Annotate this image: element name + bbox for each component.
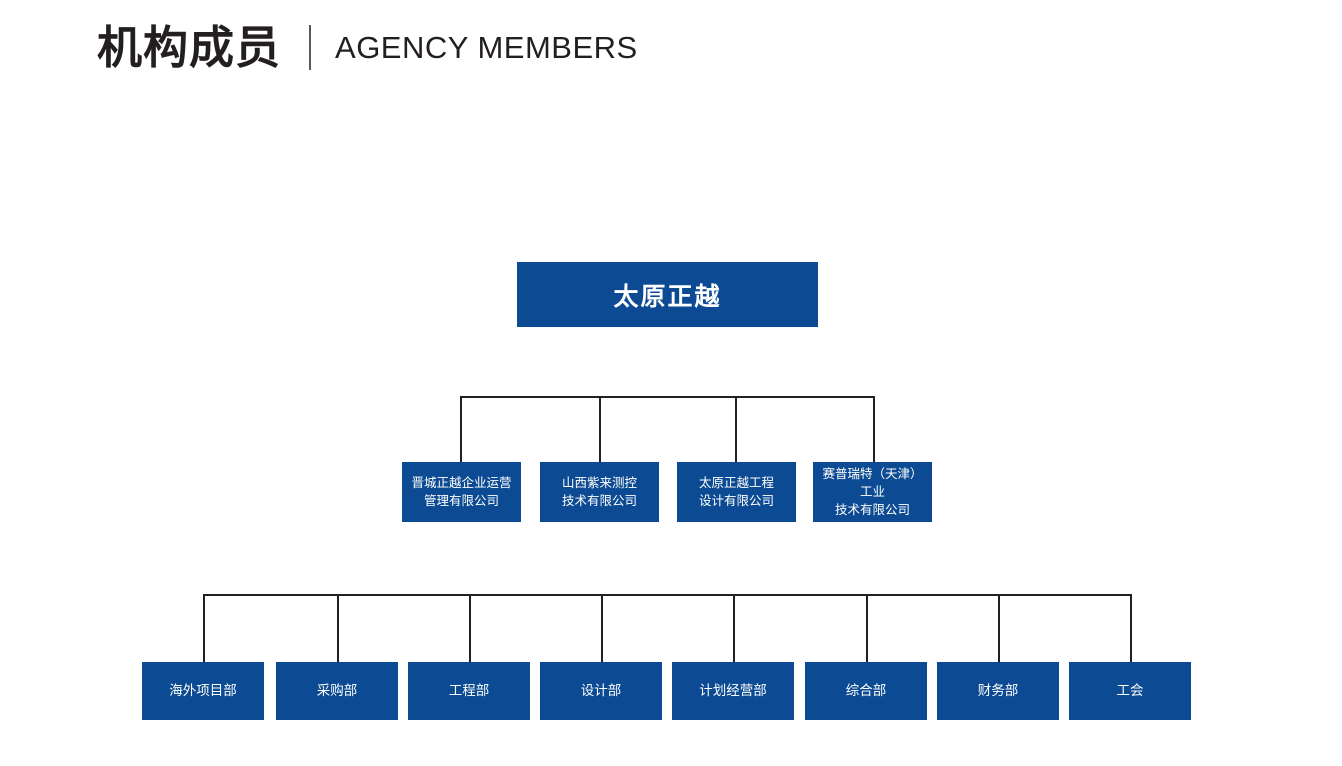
org-node-department-6-label: 综合部: [845, 683, 887, 699]
org-node-department-8-label: 工会: [1116, 683, 1144, 699]
org-node-department-4-label: 设计部: [580, 683, 622, 699]
org-node-department-3[interactable]: 工程部: [408, 662, 530, 720]
connector-drop-level2-2: [599, 396, 601, 462]
title-divider: [309, 24, 312, 70]
connector-drop-level3-8: [1130, 594, 1132, 662]
connector-drop-level2-4: [873, 396, 875, 462]
org-node-department-2-label: 采购部: [316, 683, 358, 699]
page-title-chinese: 机构成员: [97, 21, 282, 73]
org-node-department-6[interactable]: 综合部: [805, 662, 927, 720]
connector-drop-level3-3: [469, 594, 471, 662]
org-node-subsidiary-2[interactable]: 山西紫来测控技术有限公司: [540, 462, 659, 522]
page-title: 机构成员 AGENCY MEMBERS: [97, 16, 638, 78]
connector-drop-level3-1: [203, 594, 205, 662]
org-node-subsidiary-3[interactable]: 太原正越工程设计有限公司: [677, 462, 796, 522]
org-node-subsidiary-4[interactable]: 赛普瑞特（天津）工业技术有限公司: [813, 462, 932, 522]
connector-drop-level3-4: [601, 594, 603, 662]
connector-bar-level2: [460, 396, 875, 398]
org-node-subsidiary-1[interactable]: 晋城正越企业运营管理有限公司: [402, 462, 521, 522]
connector-drop-level3-2: [337, 594, 339, 662]
connector-drop-level2-3: [735, 396, 737, 462]
org-node-department-1[interactable]: 海外项目部: [142, 662, 264, 720]
org-node-root-label: 太原正越: [613, 282, 722, 311]
connector-drop-level3-5: [733, 594, 735, 662]
org-node-root[interactable]: 太原正越: [517, 262, 818, 327]
org-node-department-1-label: 海外项目部: [169, 683, 237, 699]
org-node-department-5[interactable]: 计划经营部: [672, 662, 794, 720]
org-node-department-2[interactable]: 采购部: [276, 662, 398, 720]
org-node-subsidiary-4-label: 赛普瑞特（天津）工业技术有限公司: [822, 466, 923, 518]
org-node-subsidiary-3-label: 太原正越工程设计有限公司: [698, 475, 774, 508]
page-title-english: AGENCY MEMBERS: [335, 29, 638, 65]
connector-bar-level3: [203, 594, 1132, 596]
org-node-subsidiary-2-label: 山西紫来测控技术有限公司: [561, 475, 637, 508]
org-node-department-3-label: 工程部: [448, 683, 490, 699]
org-node-subsidiary-1-label: 晋城正越企业运营管理有限公司: [411, 475, 512, 508]
connector-drop-level3-7: [998, 594, 1000, 662]
connector-drop-level2-1: [460, 396, 462, 462]
org-node-department-7[interactable]: 财务部: [937, 662, 1059, 720]
org-node-department-4[interactable]: 设计部: [540, 662, 662, 720]
org-node-department-7-label: 财务部: [977, 683, 1019, 699]
connector-drop-level3-6: [866, 594, 868, 662]
org-node-department-5-label: 计划经营部: [699, 683, 767, 699]
org-node-department-8[interactable]: 工会: [1069, 662, 1191, 720]
